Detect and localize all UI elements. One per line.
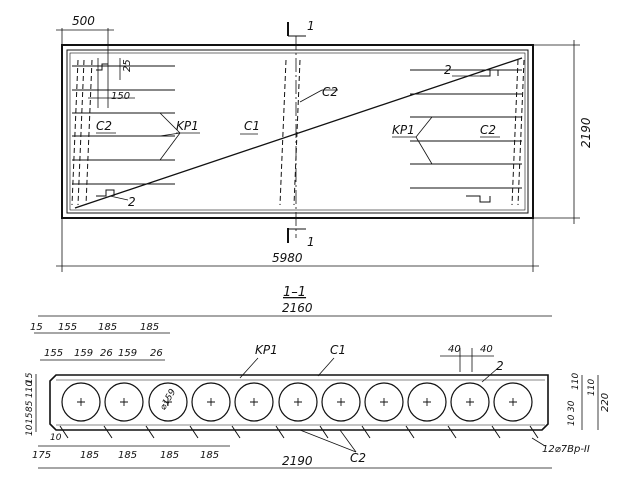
dim-l-0: 15: [25, 372, 35, 384]
dim-r2-2: 26: [100, 348, 113, 359]
section-dims-40: 40 40: [440, 344, 494, 372]
dim-r2-3: 159: [118, 348, 137, 359]
section-dim-2160: 2160: [38, 301, 552, 317]
section-view: 1–1 2160 15 155 185 185 155 159 26 159 2…: [25, 285, 611, 469]
plan-small-dims: 25 150: [88, 58, 135, 108]
plan-dim-right: 2190: [533, 40, 593, 224]
dim-r1-1: 155: [58, 322, 77, 333]
section-mark-top: 1: [287, 19, 315, 37]
dim-r2-1: 159: [74, 348, 93, 359]
hollow-cores: ⌀159: [61, 382, 533, 422]
plan-labels: C2 C2 KP1 C1 KP1 C2 2 2: [96, 63, 500, 209]
slab-inner-outline: [66, 49, 529, 214]
section-dims-row1: 15 155 185 185: [30, 322, 170, 334]
dim-b-3: 185: [160, 450, 179, 461]
section-dims-row2: 155 159 26 159 26: [40, 348, 165, 361]
dim-l-2: 85: [25, 400, 35, 412]
dim-b-4: 185: [200, 450, 219, 461]
label-c2-right: C2: [480, 123, 496, 137]
section-labels: KP1 C1 2 C2 12⌀7Bp-II: [239, 343, 590, 465]
section-label-c1: C1: [330, 343, 346, 357]
kp1-bars-left: [72, 65, 175, 185]
bottom-rebar-ticks: [59, 425, 539, 439]
dim-r1-0: 15: [30, 322, 43, 333]
dim-r-30: 30: [567, 400, 577, 412]
dim-b-1: 185: [80, 450, 99, 461]
dim-r-110a: 110: [587, 379, 597, 396]
dim-r-110b: 110: [571, 373, 581, 390]
dim-r1-2: 185: [98, 322, 117, 333]
slab-outline: [61, 44, 534, 219]
section-label-c2: C2: [350, 451, 366, 465]
hole-diameter: ⌀159: [158, 387, 178, 412]
mesh-outline: [69, 52, 526, 211]
dim-40-a: 40: [448, 344, 461, 355]
section-dims-left: 15 110 85 15 10 10: [25, 372, 62, 443]
dim-40-b: 40: [480, 344, 493, 355]
section-callout: 12⌀7Bp-II: [542, 444, 590, 455]
section-dim-2160-label: 2160: [282, 301, 313, 315]
section-label-2: 2: [496, 359, 504, 373]
section-dim-2190-label: 2190: [282, 454, 313, 468]
label-c1: C1: [244, 119, 260, 133]
dim-b-0: 175: [32, 450, 51, 461]
dim-b-2: 185: [118, 450, 137, 461]
plan-dim-25: 25: [122, 59, 133, 72]
section-mark-bottom-label: 1: [307, 235, 315, 249]
label-2-bottom: 2: [128, 195, 136, 209]
label-2-top: 2: [444, 63, 452, 77]
dim-r2-4: 26: [150, 348, 163, 359]
dim-l-1: 110: [25, 381, 35, 398]
diagonal-c1: [74, 57, 523, 209]
section-mark-bottom: 1: [287, 228, 315, 249]
section-dims-bottom: 175 185 185 185 185: [32, 445, 230, 461]
dim-r-220: 220: [600, 393, 611, 412]
plan-view: 1 1: [56, 14, 593, 272]
plan-dim-500: 500: [72, 14, 95, 28]
label-c2-center: C2: [322, 85, 338, 99]
dim-r-10: 10: [567, 414, 577, 426]
dim-r2-0: 155: [44, 348, 63, 359]
dim-l-5: 10: [50, 433, 62, 443]
c2-dashed-lines: [71, 59, 525, 206]
plan-dim-150: 150: [111, 91, 130, 102]
dim-r1-3: 185: [140, 322, 159, 333]
plan-dim-top: 500: [56, 14, 114, 58]
label-kp1-left: KP1: [176, 119, 199, 133]
section-slab-body: [49, 374, 549, 431]
label-kp1-right: KP1: [392, 123, 415, 137]
kp1-bars-right: [410, 69, 522, 189]
plan-dim-2190: 2190: [579, 117, 593, 148]
section-title: 1–1: [283, 285, 306, 300]
dim-l-3: 15: [25, 412, 35, 424]
lifting-loops: [96, 63, 499, 203]
label-c2-left: C2: [96, 119, 112, 133]
plan-dim-5980: 5980: [272, 251, 303, 265]
section-label-kp1: KP1: [255, 343, 278, 357]
dim-l-4: 10: [25, 424, 35, 436]
section-mark-top-label: 1: [307, 19, 315, 33]
plan-dim-bottom: 5980: [56, 218, 539, 272]
section-dim-2190: 2190: [38, 454, 552, 469]
section-dims-right: 220 110 30 110 10: [567, 373, 611, 430]
